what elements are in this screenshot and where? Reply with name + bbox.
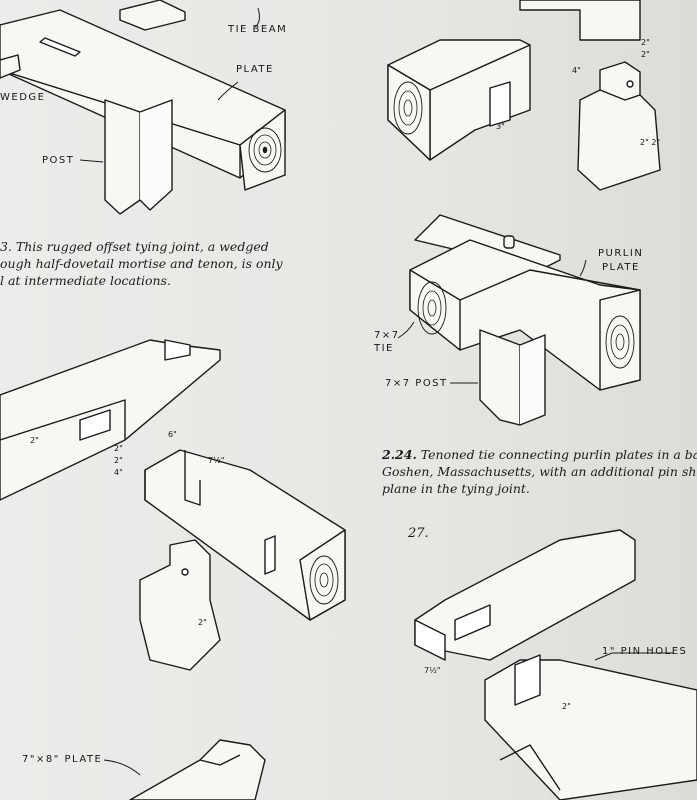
caption-line: Goshen, Massachusetts, with an additiona… — [382, 464, 697, 479]
dimension-label: 3" — [496, 122, 505, 131]
dimension-label: 2" — [562, 702, 571, 711]
label-plate-7x8: 7"×8" PLATE — [22, 754, 103, 765]
label-plate: PLATE — [236, 64, 274, 75]
caption-line: ough half-dovetail mortise and tenon, is… — [0, 256, 283, 271]
dimension-label: 2" — [198, 618, 207, 627]
label-post-size: 7×7 POST — [385, 378, 448, 389]
dimension-label: 2" — [641, 50, 650, 59]
figure-plate-bottom — [129, 739, 266, 800]
dimension-label: 2" — [641, 38, 650, 47]
dimension-label: 2" — [30, 436, 39, 445]
label-post: POST — [42, 155, 75, 166]
dimension-label: 7½" — [424, 666, 441, 675]
dimension-label: 2" — [114, 456, 123, 465]
figure-27-joint — [414, 529, 697, 800]
caption-line-text: Tenoned tie connecting purlin plates in … — [420, 447, 697, 462]
dimension-label: 6" — [168, 430, 177, 439]
figure-tie-and-post-detail — [387, 0, 661, 191]
figure-offset-tying-joint — [0, 0, 286, 215]
caption-figure-2-23: 3. This rugged offset tying joint, a wed… — [0, 238, 283, 289]
caption-line: 3. This rugged offset tying joint, a wed… — [0, 239, 269, 254]
label-wedge: WEDGE — [0, 92, 46, 103]
caption-figure-number: 2.24. — [382, 447, 417, 462]
dimension-label: 7½" — [208, 456, 225, 465]
figure-number-27: 27. — [408, 526, 429, 541]
dimension-label: 4" — [572, 66, 581, 75]
label-purlin: PURLIN — [598, 248, 644, 259]
label-tie: TIE — [374, 343, 394, 354]
label-pin-holes: 1" PIN HOLES — [602, 646, 688, 657]
label-purlin-plate: PLATE — [602, 262, 640, 273]
caption-line: plane in the tying joint. — [382, 481, 530, 496]
caption-line: 2.24. Tenoned tie connecting purlin plat… — [382, 446, 697, 463]
figure-purlin-plate-joint — [409, 214, 641, 426]
dimension-label: 2" 2" — [640, 138, 661, 147]
caption-figure-2-24: 2.24. Tenoned tie connecting purlin plat… — [382, 446, 697, 497]
caption-line: l at intermediate locations. — [0, 273, 171, 288]
dimension-label: 2" — [114, 444, 123, 453]
dimension-label: 4" — [114, 468, 123, 477]
figure-mortise-tenon-assembly — [0, 339, 346, 671]
label-tie-beam: TIE BEAM — [228, 24, 288, 35]
label-tie-size: 7×7 — [374, 330, 400, 341]
